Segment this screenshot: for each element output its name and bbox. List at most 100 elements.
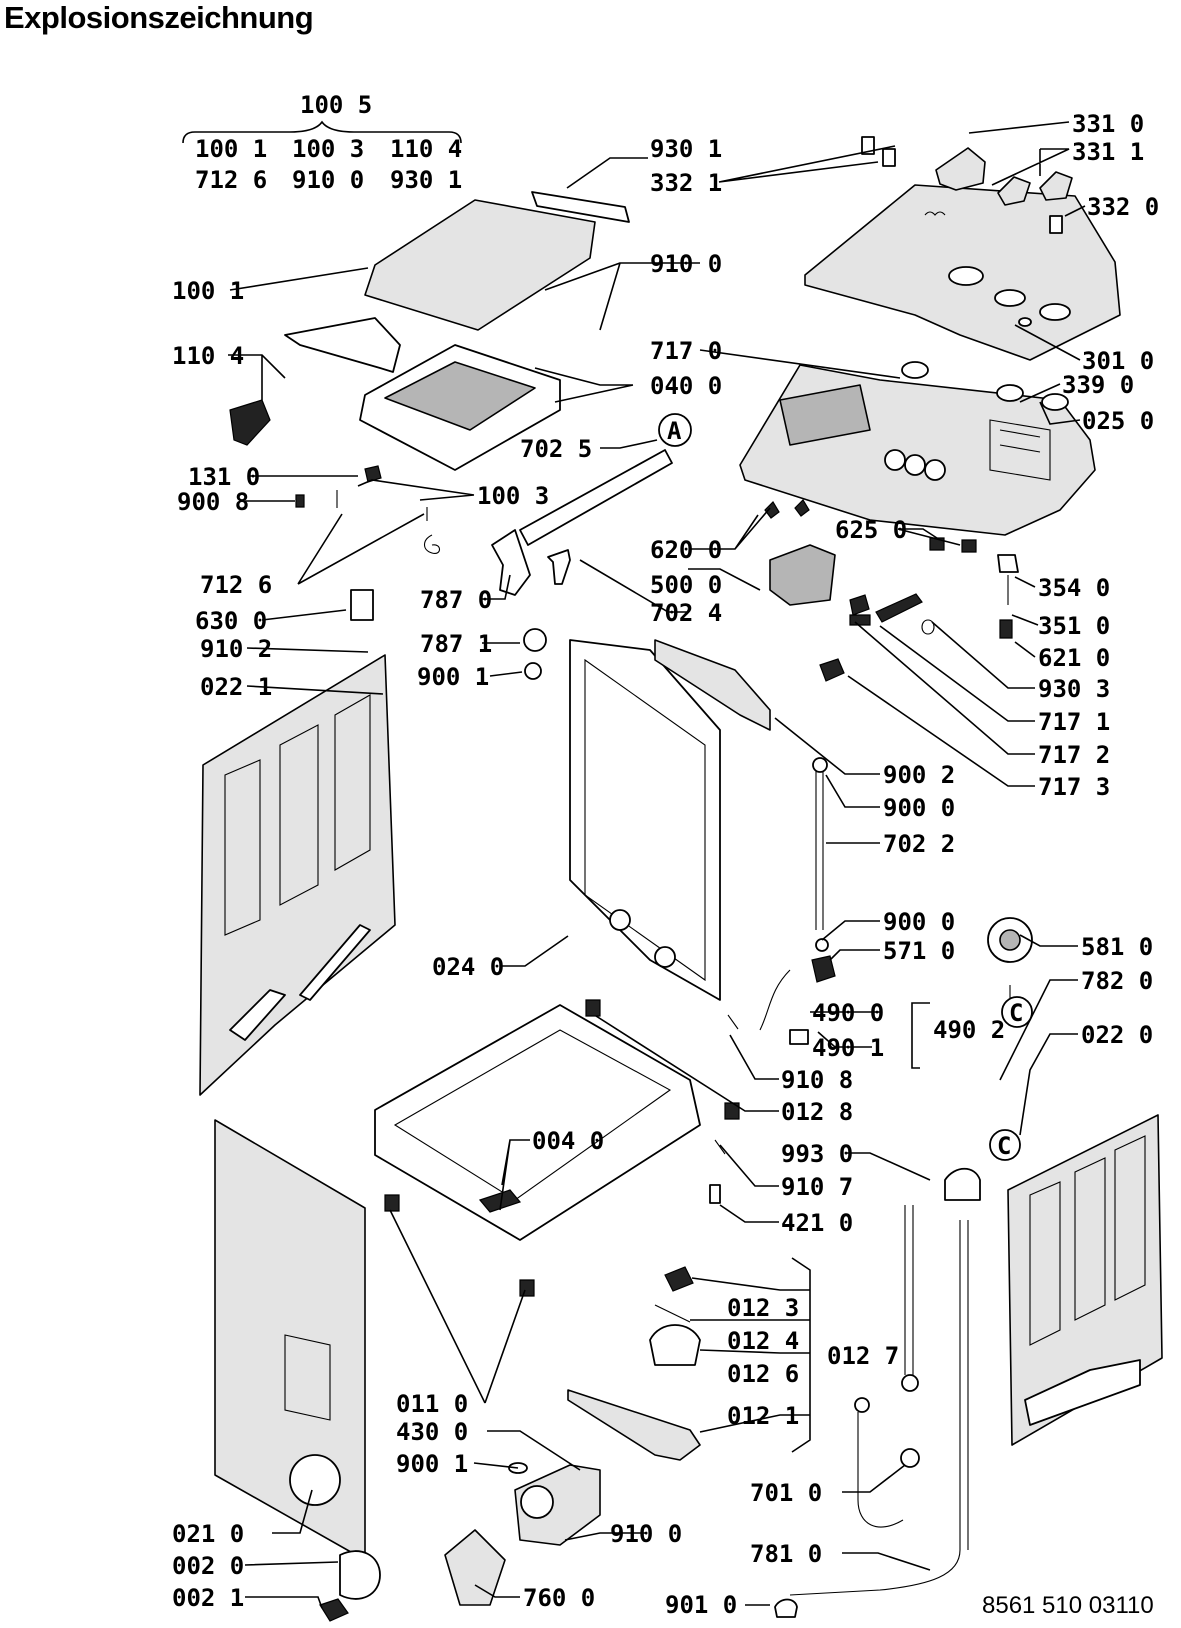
front-panel-flap bbox=[284, 1334, 331, 1421]
part-label: 630 0 bbox=[195, 607, 267, 635]
callout-letter: C bbox=[1009, 999, 1023, 1027]
hatch-002-0 bbox=[339, 1550, 381, 1600]
part-label: 011 0 bbox=[396, 1390, 468, 1418]
filter-621-0 bbox=[999, 619, 1013, 639]
part-label: 717 3 bbox=[1038, 773, 1110, 801]
base-frame-inner bbox=[393, 1029, 672, 1201]
rear-wall-knob bbox=[609, 909, 631, 931]
base-motor-mount bbox=[478, 1189, 522, 1213]
latch bbox=[364, 465, 382, 483]
kit-group-header: 100 5 100 1 100 3 110 4 712 6 910 0 930 … bbox=[182, 91, 462, 194]
control-unit-plate bbox=[739, 364, 1096, 536]
cable-490-0 bbox=[759, 969, 791, 1031]
part-label: 910 7 bbox=[781, 1173, 853, 1201]
part-label: 131 0 bbox=[188, 463, 260, 491]
part-label: 900 8 bbox=[177, 488, 249, 516]
hose-702-5 bbox=[519, 449, 673, 546]
valve-717-3 bbox=[819, 658, 845, 682]
part-label: 701 0 bbox=[750, 1479, 822, 1507]
part-label: 571 0 bbox=[883, 937, 955, 965]
side-panel-right-ribs bbox=[1029, 1135, 1146, 1346]
part-label: 012 1 bbox=[727, 1402, 799, 1430]
part-label: 004 0 bbox=[532, 1127, 604, 1155]
circuit-board bbox=[989, 419, 1051, 481]
cap-900-2 bbox=[812, 757, 828, 773]
bellow-787-0 bbox=[491, 529, 531, 596]
lid-hinge-bracket bbox=[229, 399, 271, 446]
panel-knob-hole bbox=[948, 266, 984, 286]
part-label: 012 8 bbox=[781, 1098, 853, 1126]
part-label: 040 0 bbox=[650, 372, 722, 400]
part-label: 702 2 bbox=[883, 830, 955, 858]
callout-C bbox=[989, 1129, 1021, 1161]
block-630-0 bbox=[350, 589, 374, 621]
part-label: 910 2 bbox=[200, 635, 272, 663]
side-panel-right-foot bbox=[1024, 1359, 1141, 1426]
part-label: 625 0 bbox=[835, 516, 907, 544]
selector-switch bbox=[924, 459, 946, 481]
knob bbox=[997, 176, 1031, 206]
switch-spindle bbox=[996, 384, 1024, 402]
panel-knob-hole bbox=[994, 289, 1026, 307]
part-label: 012 6 bbox=[727, 1360, 799, 1388]
side-panel-left bbox=[199, 654, 396, 1096]
part-number-labels: 930 1 332 1 331 0 331 1 332 0 100 1 910 … bbox=[172, 110, 1159, 1619]
callout-letter: C bbox=[997, 1132, 1011, 1160]
side-panel-ribs bbox=[224, 694, 371, 936]
plug-490-1 bbox=[789, 1029, 809, 1045]
part-label: 993 0 bbox=[781, 1140, 853, 1168]
part-label: 910 0 bbox=[650, 250, 722, 278]
panel-knob-hole bbox=[1039, 303, 1071, 321]
part-label: 331 1 bbox=[1072, 138, 1144, 166]
leader-lines bbox=[228, 121, 1086, 1609]
part-label: 760 0 bbox=[523, 1584, 595, 1612]
ring-787-1 bbox=[523, 628, 547, 652]
part-drawings bbox=[199, 136, 1163, 1622]
capacitor-421-0 bbox=[709, 1184, 721, 1204]
part-label: 901 0 bbox=[665, 1591, 737, 1619]
screws-910 bbox=[714, 1014, 739, 1155]
drain-hose-781-0 bbox=[789, 1220, 969, 1596]
part-label: 620 0 bbox=[650, 536, 722, 564]
rear-wall-knob bbox=[654, 946, 676, 968]
part-label: 012 4 bbox=[727, 1327, 799, 1355]
document-number: 8561 510 03110 bbox=[982, 1592, 1154, 1619]
light-cap bbox=[882, 148, 896, 167]
rear-wall-frame bbox=[584, 658, 706, 982]
part-label: 702 4 bbox=[650, 599, 722, 627]
kit-group-brace bbox=[182, 120, 462, 144]
nozzle-702-4 bbox=[547, 549, 571, 585]
rod-782-0 bbox=[904, 1205, 914, 1375]
part-label: 354 0 bbox=[1038, 574, 1110, 602]
part-label: 351 0 bbox=[1038, 612, 1110, 640]
diagram-title: Explosionszeichnung bbox=[4, 0, 314, 35]
kit-member: 100 3 bbox=[292, 135, 364, 163]
part-label: 002 0 bbox=[172, 1552, 244, 1580]
kit-member: 712 6 bbox=[195, 166, 267, 194]
clip-002-1 bbox=[319, 1598, 349, 1622]
part-label: 787 0 bbox=[420, 586, 492, 614]
part-label: 781 0 bbox=[750, 1540, 822, 1568]
valve-717-1 bbox=[849, 594, 871, 626]
part-label: 331 0 bbox=[1072, 110, 1144, 138]
callout-circles: A C C bbox=[658, 413, 1033, 1161]
filter-760-0 bbox=[444, 1529, 506, 1606]
screw-900-8 bbox=[295, 494, 305, 508]
callout-A bbox=[658, 413, 692, 447]
knob bbox=[935, 147, 986, 191]
programmer bbox=[779, 384, 871, 446]
part-label: 430 0 bbox=[396, 1418, 468, 1446]
part-label: 930 3 bbox=[1038, 675, 1110, 703]
inlet-hose-end bbox=[900, 1448, 920, 1468]
part-label: 712 6 bbox=[200, 571, 272, 599]
part-label: 490 2 bbox=[933, 1016, 1005, 1044]
kit-group-label: 100 5 bbox=[300, 91, 372, 119]
part-label: 787 1 bbox=[420, 630, 492, 658]
part-label: 421 0 bbox=[781, 1209, 853, 1237]
timer-knob-spindle bbox=[901, 361, 929, 379]
rear-wall-bracket bbox=[654, 639, 771, 731]
base-frame bbox=[374, 1004, 701, 1241]
holder-clips bbox=[929, 537, 977, 553]
part-label: 717 1 bbox=[1038, 708, 1110, 736]
